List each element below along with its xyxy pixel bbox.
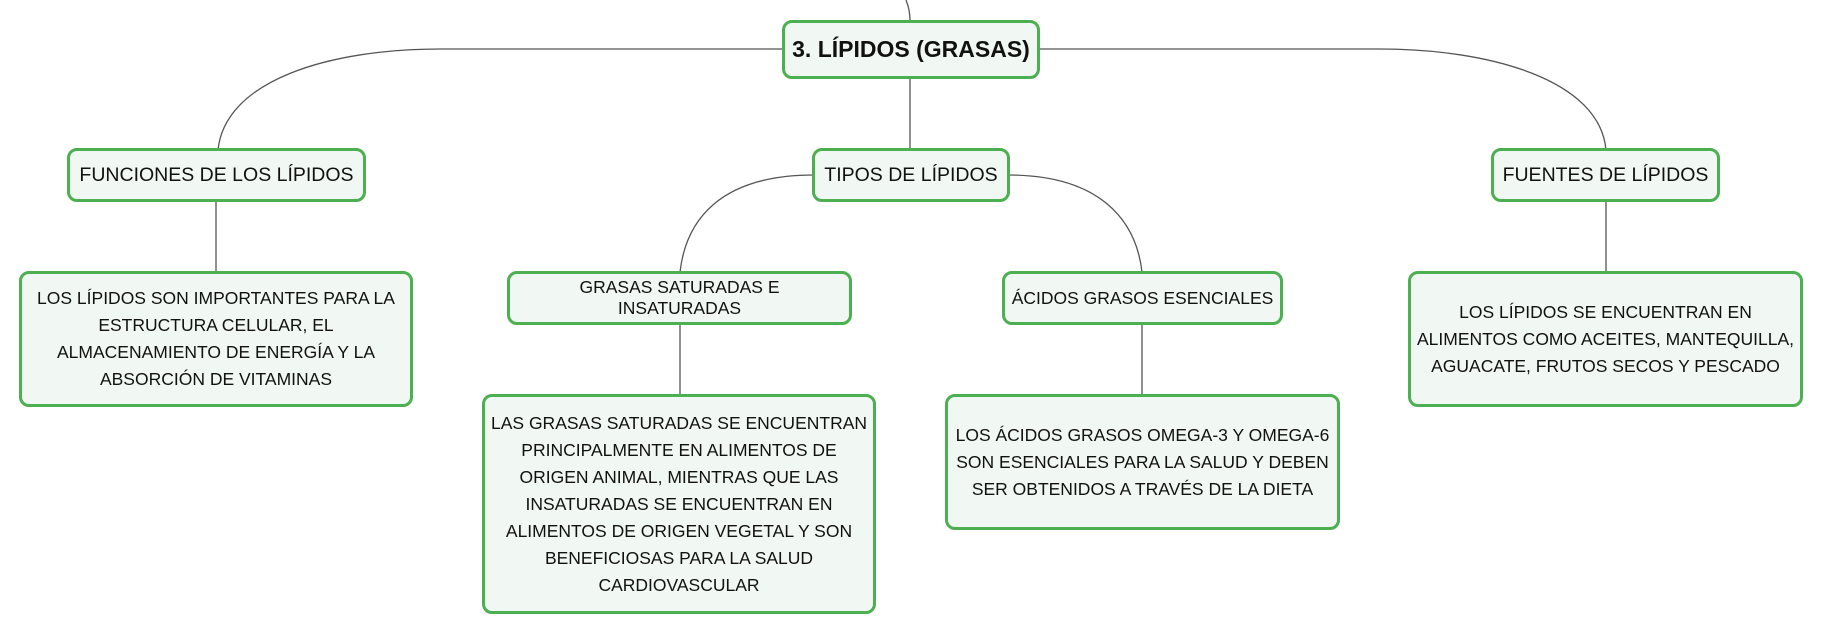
grasas-node-label: GRASAS SATURADAS E INSATURADAS [579, 277, 780, 318]
funciones-node-label: FUNCIONES DE LOS LÍPIDOS [79, 163, 354, 186]
connector-parent-to-root [905, 0, 911, 21]
fuentes-detail-text: LOS LÍPIDOS SE ENCUENTRAN EN ALIMENTOS C… [1417, 301, 1794, 376]
fuentes-node[interactable]: FUENTES DE LÍPIDOS [1491, 148, 1720, 202]
connector-tipos-to-grasas [679, 174, 815, 273]
root-node-label: 3. LÍPIDOS (GRASAS) [792, 36, 1030, 62]
tipos-node-label: TIPOS DE LÍPIDOS [824, 163, 998, 186]
fuentes-node-label: FUENTES DE LÍPIDOS [1502, 163, 1709, 186]
funciones-detail-text: LOS LÍPIDOS SON IMPORTANTES PARA LA ESTR… [37, 288, 395, 389]
grasas-detail-text: LAS GRASAS SATURADAS SE ENCUENTRAN PRINC… [491, 412, 868, 595]
acidos-detail-text: LOS ÁCIDOS GRASOS OMEGA-3 Y OMEGA-6 SON … [955, 424, 1330, 499]
grasas-detail-node[interactable]: LAS GRASAS SATURADAS SE ENCUENTRAN PRINC… [482, 394, 876, 614]
tipos-node[interactable]: TIPOS DE LÍPIDOS [812, 148, 1010, 202]
connector-tipos-to-acidos [1007, 174, 1143, 273]
acidos-detail-node[interactable]: LOS ÁCIDOS GRASOS OMEGA-3 Y OMEGA-6 SON … [945, 394, 1340, 530]
fuentes-detail-node[interactable]: LOS LÍPIDOS SE ENCUENTRAN EN ALIMENTOS C… [1408, 271, 1803, 407]
acidos-node-label: ÁCIDOS GRASOS ESENCIALES [1011, 287, 1274, 308]
connector-root-to-funciones [217, 48, 782, 151]
root-node[interactable]: 3. LÍPIDOS (GRASAS) [782, 20, 1040, 79]
connector-root-to-fuentes [1040, 48, 1607, 151]
acidos-node[interactable]: ÁCIDOS GRASOS ESENCIALES [1002, 271, 1283, 325]
funciones-detail-node[interactable]: LOS LÍPIDOS SON IMPORTANTES PARA LA ESTR… [19, 271, 413, 407]
funciones-node[interactable]: FUNCIONES DE LOS LÍPIDOS [67, 148, 366, 202]
grasas-node[interactable]: GRASAS SATURADAS E INSATURADAS [507, 271, 852, 325]
